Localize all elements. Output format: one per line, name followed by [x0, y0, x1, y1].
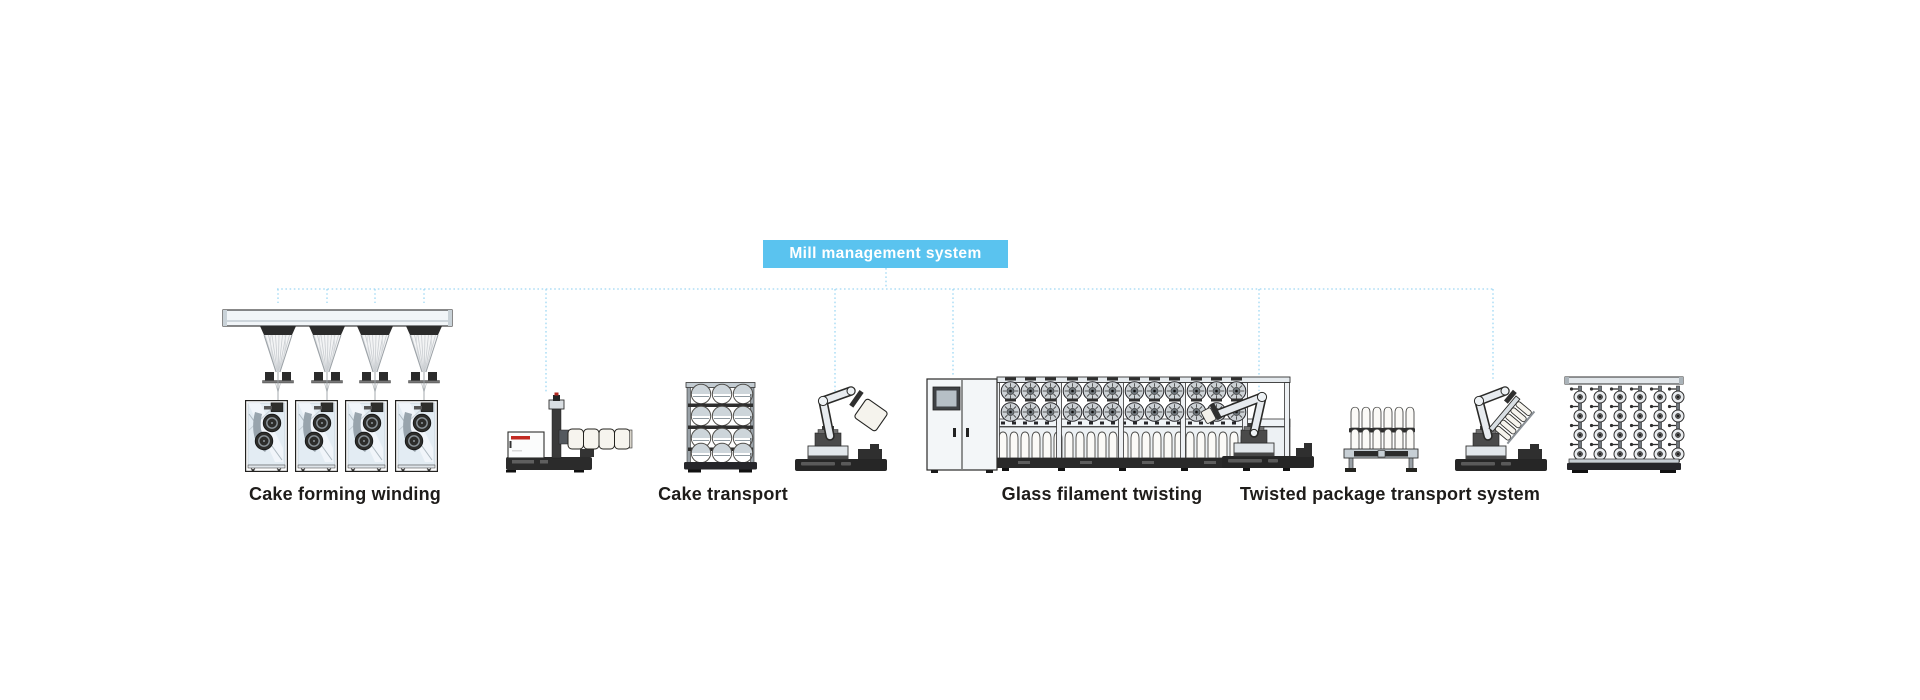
bobbin-cart — [1343, 406, 1419, 472]
winding-machine — [394, 399, 439, 473]
caption-glass-filament-twisting: Glass filament twisting — [1001, 484, 1203, 504]
cake-forming-winding-group — [222, 309, 453, 473]
cake-load — [567, 428, 633, 450]
filament-fan — [356, 325, 394, 401]
twisting-control-cabinet — [926, 378, 998, 473]
filament-fan — [308, 325, 346, 401]
filament-fan — [259, 325, 297, 401]
filament-fan — [405, 325, 443, 401]
glass-filament-twisting-machine — [926, 376, 1314, 473]
winding-machine — [244, 399, 289, 473]
bobbin-tray — [1488, 395, 1536, 445]
twisted-package-transport-group — [1343, 376, 1685, 473]
mill-management-system-box: Mill management system — [763, 240, 1008, 268]
creel — [1564, 376, 1685, 473]
mms-connector-network — [277, 268, 1494, 394]
mill-management-system-label: Mill management system — [789, 245, 982, 262]
caption-cake-transport: Cake transport — [658, 484, 788, 504]
cake-rack — [684, 382, 757, 473]
cake-shuttle-agv — [506, 392, 633, 473]
gripped-cake — [854, 398, 888, 432]
cake-transport-robot — [795, 386, 888, 471]
cake-transport-group — [684, 382, 888, 473]
package-transport-robot — [1455, 386, 1547, 471]
caption-twisted-package-transport-system: Twisted package transport system — [1239, 484, 1541, 504]
winding-machine — [294, 399, 339, 473]
bushing-rail — [222, 309, 453, 327]
caption-cake-forming-winding: Cake forming winding — [248, 484, 442, 504]
winding-machine — [344, 399, 389, 473]
doffing-robot — [1201, 391, 1314, 468]
